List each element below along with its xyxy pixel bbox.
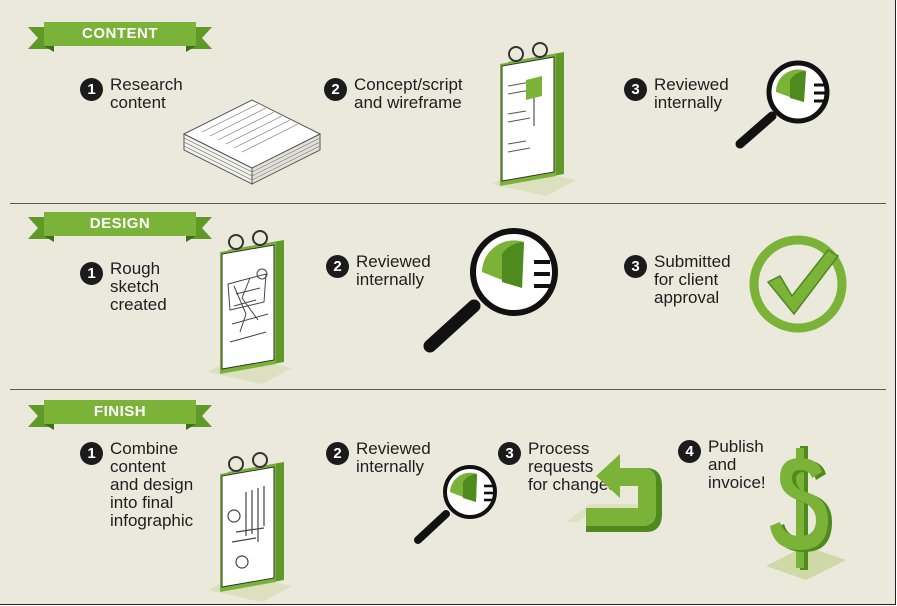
paper-stack-icon — [182, 99, 322, 185]
step-reviewed-internally: 2 Reviewed internally — [326, 440, 431, 476]
section-title: FINISH — [93, 403, 147, 420]
step-label: Publish and invoice! — [708, 437, 766, 492]
section-banner-content: CONTENT — [28, 22, 212, 54]
step-number: 4 — [678, 440, 701, 463]
step-number: 1 — [80, 78, 103, 101]
step-combine-content: 1 Combine content and design into final … — [80, 440, 193, 530]
step-research-content: 1 Research content — [80, 76, 183, 112]
dollar-sign-icon — [766, 446, 846, 580]
step-label: Reviewed internally — [654, 75, 729, 112]
section-banner-finish: FINISH — [28, 400, 212, 432]
section-title: DESIGN — [89, 215, 151, 232]
step-label: Reviewed internally — [356, 252, 431, 289]
step-label: Research content — [110, 75, 183, 112]
step-rough-sketch: 1 Rough sketch created — [80, 260, 167, 314]
step-label: Rough sketch created — [110, 259, 167, 314]
step-number: 2 — [324, 78, 347, 101]
step-label: Reviewed internally — [356, 439, 431, 476]
step-publish-invoice: 4 Publish and invoice! — [678, 438, 766, 492]
wireframe-pad-icon — [492, 42, 576, 196]
section-divider — [10, 389, 886, 390]
step-reviewed-internally: 3 Reviewed internally — [624, 76, 729, 112]
step-submitted-client: 3 Submitted for client approval — [624, 253, 731, 307]
section-divider — [10, 203, 886, 204]
step-number: 3 — [498, 442, 521, 465]
checkmark-icon — [749, 235, 847, 333]
step-concept-script: 2 Concept/script and wireframe — [324, 76, 463, 112]
sketch-pad-icon — [208, 230, 292, 384]
section-banner-design: DESIGN — [28, 212, 212, 244]
magnifying-glass-icon — [423, 228, 558, 353]
step-number: 2 — [326, 255, 349, 278]
step-label: Combine content and design into final in… — [110, 439, 194, 530]
step-label: Submitted for client approval — [654, 252, 731, 307]
final-infographic-pad-icon — [208, 452, 292, 602]
magnifying-glass-icon — [414, 465, 497, 544]
return-arrow-icon — [566, 454, 662, 532]
step-number: 3 — [624, 78, 647, 101]
step-reviewed-internally: 2 Reviewed internally — [326, 253, 431, 289]
step-number: 1 — [80, 262, 103, 285]
step-number: 2 — [326, 442, 349, 465]
step-number: 3 — [624, 255, 647, 278]
step-number: 1 — [80, 442, 103, 465]
step-label: Concept/script and wireframe — [354, 75, 463, 112]
section-title: CONTENT — [82, 25, 158, 42]
magnifying-glass-icon — [735, 60, 830, 149]
